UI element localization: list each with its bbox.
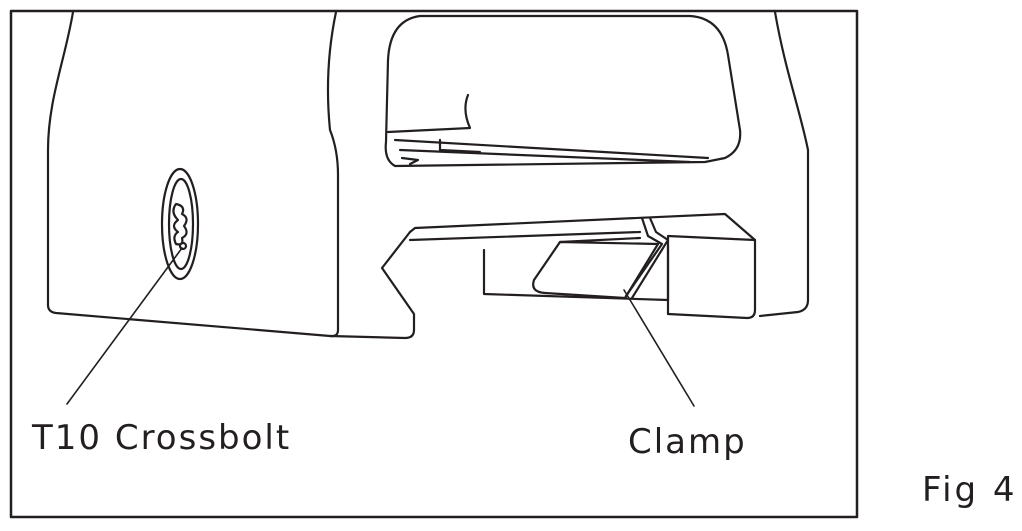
crossbolt-torx-socket xyxy=(172,202,188,246)
groove-notch xyxy=(400,156,420,166)
clamp-housing xyxy=(482,244,670,302)
base-plate xyxy=(408,212,757,320)
crossbolt-dot xyxy=(178,241,188,251)
rail-left-dovetail xyxy=(328,230,416,340)
groove-tab xyxy=(438,138,482,154)
mount-right-body xyxy=(758,10,810,318)
label-t10-crossbolt: T10 Crossbolt xyxy=(32,418,292,458)
crossbolt-outer-ring xyxy=(160,167,200,281)
clamp-leader-line xyxy=(623,289,695,407)
inner-arch-lip xyxy=(386,93,472,134)
figure-frame xyxy=(9,9,859,519)
label-clamp: Clamp xyxy=(628,422,747,462)
crossbolt-leader-line xyxy=(66,247,183,405)
crossbolt-inner-ring xyxy=(167,177,195,271)
clamp-wedge-top xyxy=(558,236,642,244)
right-block xyxy=(666,234,757,316)
inner-arch xyxy=(384,14,742,168)
clamp-wedge xyxy=(532,240,660,300)
figure-number: Fig 4 xyxy=(922,470,1018,510)
mount-left-body xyxy=(46,10,340,338)
groove-line-1 xyxy=(393,138,710,160)
clamp-spring xyxy=(624,216,670,300)
base-plate-inner-edge xyxy=(408,230,642,242)
groove-line-2 xyxy=(398,148,692,164)
